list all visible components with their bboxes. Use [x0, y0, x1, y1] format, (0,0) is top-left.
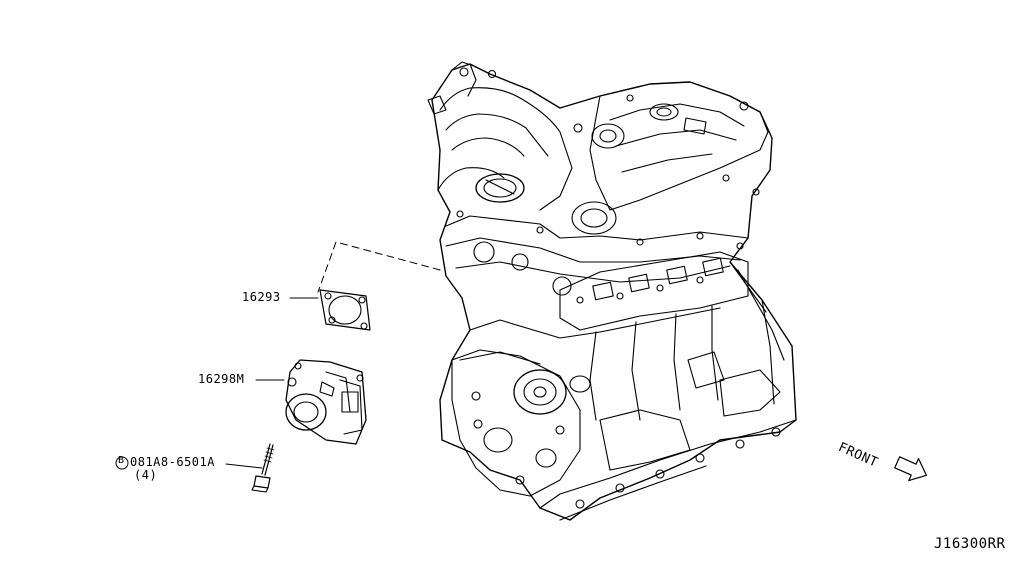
engine-assembly	[427, 61, 797, 521]
part-label-bolt: 081A8-6501A	[130, 455, 215, 469]
bolt-prefix-circle	[115, 456, 129, 470]
dashed-leader-line	[317, 241, 441, 293]
throttle-gasket	[319, 289, 371, 331]
figure-code: J16300RR	[934, 536, 1006, 552]
mounting-bolt	[251, 443, 275, 493]
bolt-quantity: (4)	[134, 468, 158, 482]
leader-bolt	[225, 463, 263, 469]
part-label-16293: 16293	[242, 290, 281, 304]
throttle-body	[285, 359, 367, 445]
front-arrow	[894, 456, 928, 482]
bolt-prefix: B	[118, 455, 125, 466]
part-label-16298m: 16298M	[198, 372, 245, 386]
